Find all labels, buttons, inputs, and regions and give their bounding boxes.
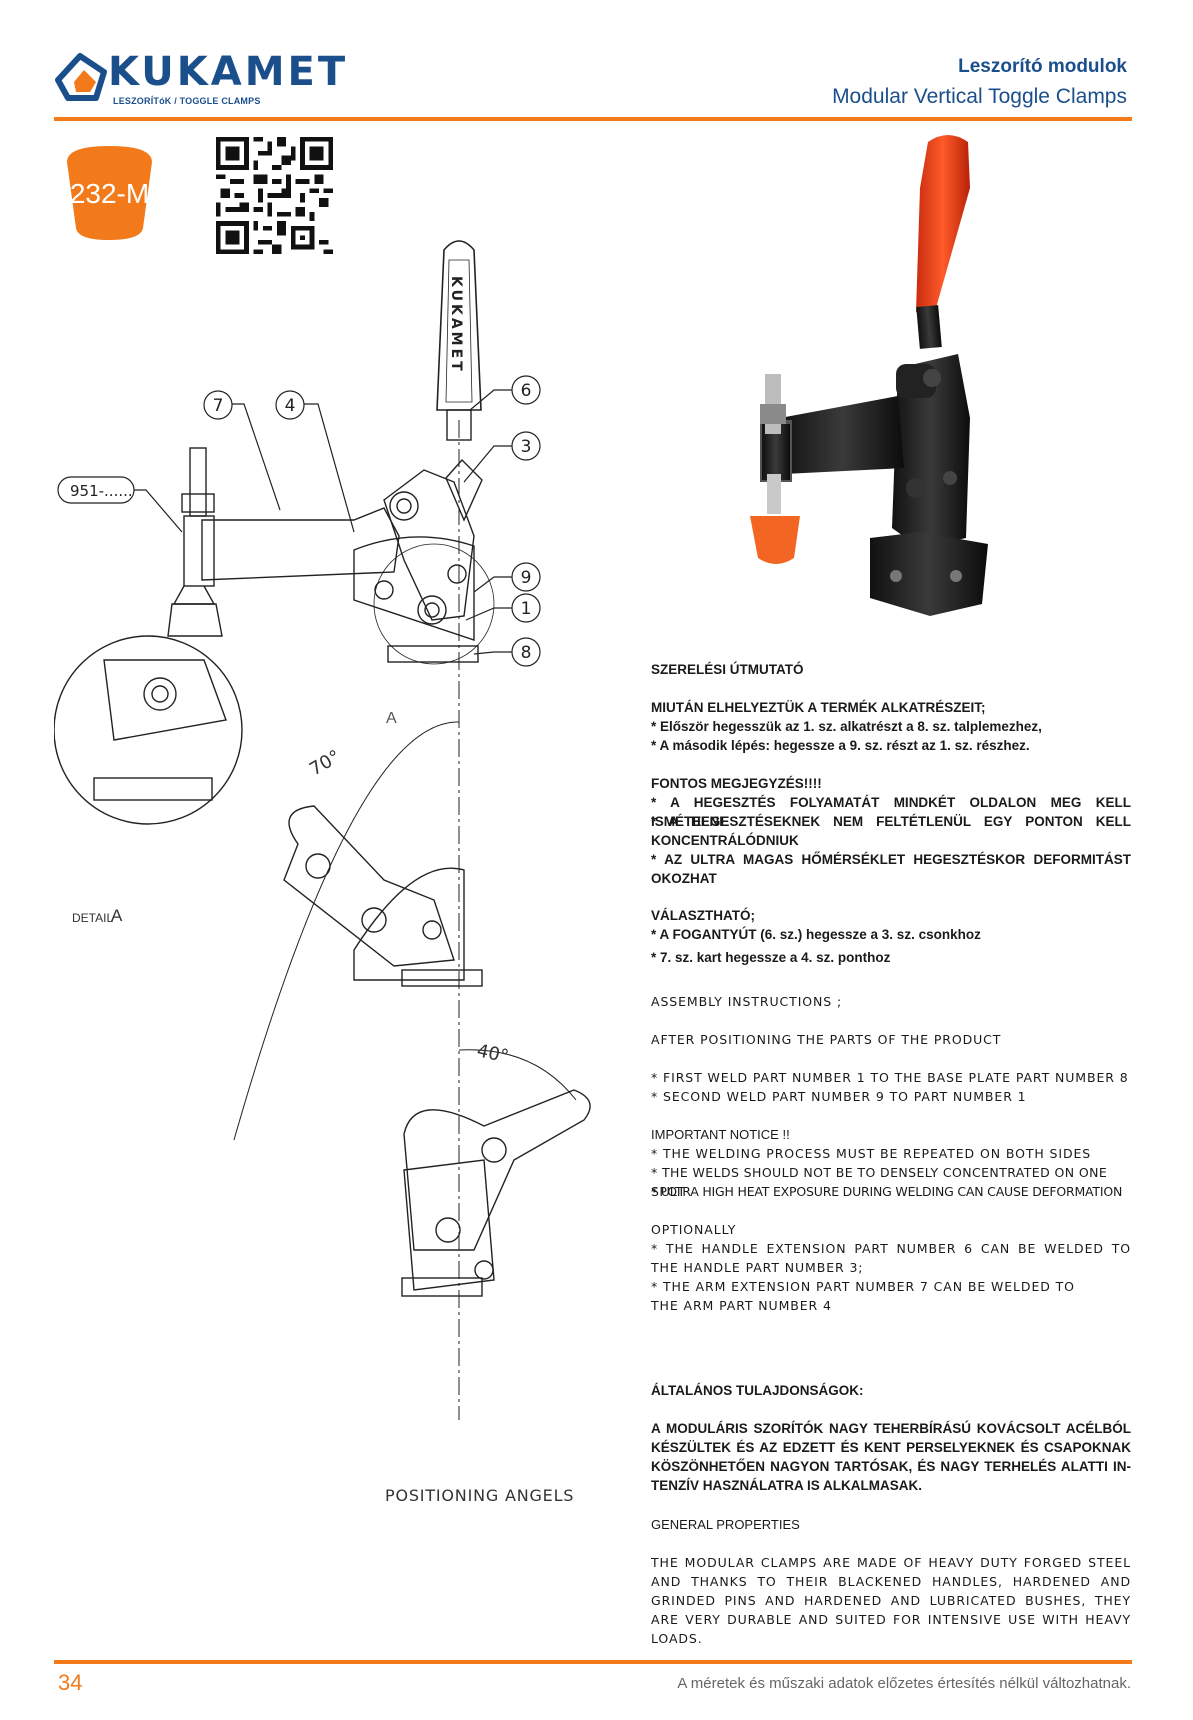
callout-7-label: 7 [213,396,224,416]
callout-7 [203,390,281,511]
brand-tagline: LESZORÍTóK / TOGGLE CLAMPS [113,96,261,106]
product-photo [750,135,988,616]
en-properties-heading: GENERAL PROPERTIES [651,1517,800,1532]
qr-code[interactable] [216,137,333,254]
hu-notice-3: * AZ ULTRA MAGAS HŐMÉRSÉKLET HEGESZTÉSKO… [651,852,1131,886]
angle-40-label: 40° [475,1040,511,1067]
section-mark-a: A [386,710,397,727]
hu-optional-heading: VÁLASZTHATÓ; [651,908,755,923]
en-step-1: * FIRST WELD PART NUMBER 1 TO THE BASE P… [651,1070,1129,1085]
hu-instructions-heading: SZERELÉSI ÚTMUTATÓ [651,662,804,677]
en-instructions-intro: AFTER POSITIONING THE PARTS OF THE PRODU… [651,1032,1002,1047]
hu-properties-heading: ÁLTALÁNOS TULAJDONSÁGOK: [651,1383,864,1398]
page-title-hu: Leszorító modulok [958,56,1127,77]
hu-step-2: * A második lépés: hegessze a 9. sz. rés… [651,738,1030,753]
model-badge: 232-M [69,178,150,209]
hu-instructions-intro: MIUTÁN ELHELYEZTÜK A TERMÉK ALKATRÉSZEIT… [651,700,986,715]
page-title-en: Modular Vertical Toggle Clamps [832,85,1127,108]
hu-notice-heading: FONTOS MEGJEGYZÉS!!!! [651,776,822,791]
callout-1 [465,593,541,623]
en-optional-1: * THE HANDLE EXTENSION PART NUMBER 6 CAN… [651,1241,1131,1275]
en-notice-2: * THE WELDS SHOULD NOT BE TO DENSELY CON… [651,1165,1108,1199]
reference-callout [57,476,183,533]
brand-name: KUKAMET [108,49,349,95]
hu-optional-1: * A FOGANTYÚT (6. sz.) hegessze a 3. sz.… [651,927,981,942]
page-number: 34 [58,1670,83,1695]
detail-label: DETAIL [72,911,114,925]
hu-notice-2: * A HEGESZTÉSEKNEK NEM FELTÉTLENÜL EGY P… [651,814,1131,848]
callout-4-label: 4 [285,396,296,416]
callout-6-label: 6 [521,381,532,401]
technical-drawing: KUKAMET 7 4 6 3 9 1 8 951-...... [54,240,591,1420]
reference-label: 951-...... [70,482,133,500]
detail-letter: A [111,906,123,925]
callout-1-label: 1 [521,599,532,619]
en-notice-3: * ULTRA HIGH HEAT EXPOSURE DURING WELDIN… [651,1184,1123,1199]
callout-9-label: 9 [521,568,532,588]
handle-brand: KUKAMET [448,276,464,374]
callout-4 [275,390,355,533]
drawing-caption: POSITIONING ANGELS [385,1486,575,1505]
model-badge-shape [67,146,152,240]
en-notice-1: * THE WELDING PROCESS MUST BE REPEATED O… [651,1146,1092,1161]
angle-70-label: 70° [306,746,344,780]
en-step-2: * SECOND WELD PART NUMBER 9 TO PART NUMB… [651,1089,1027,1104]
callout-8-label: 8 [521,643,532,663]
callout-8 [473,637,541,667]
en-properties-text: THE MODULAR CLAMPS ARE MADE OF HEAVY DUT… [651,1555,1131,1646]
footer-divider [54,1660,1132,1664]
hu-properties-text: A MODULÁRIS SZORÍTÓK NAGY TEHERBÍRÁSÚ KO… [651,1421,1131,1493]
callout-3-label: 3 [521,437,532,457]
en-instructions-heading: ASSEMBLY INSTRUCTIONS ; [651,994,843,1009]
en-optional-heading: OPTIONALLY [651,1222,737,1237]
kukamet-logo-mark [55,53,107,101]
hu-optional-2: * 7. sz. kart hegessze a 4. sz. ponthoz [651,950,891,965]
callout-9 [473,562,541,593]
header-divider [54,117,1132,121]
en-optional-2: * THE ARM EXTENSION PART NUMBER 7 CAN BE… [651,1279,1075,1313]
hu-step-1: * Először hegesszük az 1. sz. alkatrészt… [651,719,1042,734]
en-notice-heading: IMPORTANT NOTICE !! [651,1127,790,1142]
detail-a-view [54,635,243,825]
hu-notice-1: * A HEGESZTÉS FOLYAMATÁT MINDKÉT OLDALON… [651,795,1131,829]
callout-6 [469,375,541,411]
callout-3 [463,431,541,483]
footer-disclaimer: A méretek és műszaki adatok előzetes ért… [677,1675,1131,1692]
